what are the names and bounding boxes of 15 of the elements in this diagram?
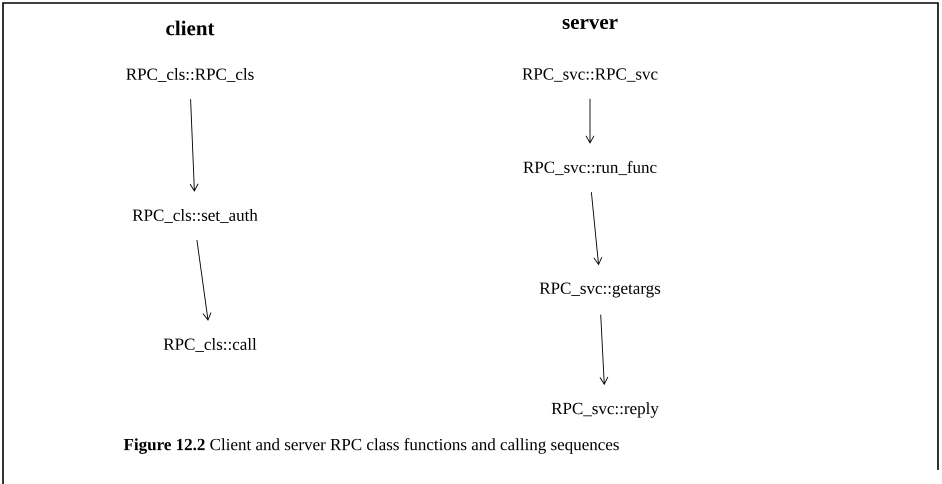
function-name: RPC_cls::RPC_cls	[126, 68, 254, 82]
function-name: RPC_svc::getargs	[540, 282, 660, 298]
column-heading: client	[166, 20, 214, 36]
column-heading: server	[562, 18, 618, 30]
function-name: RPC_cls::call	[164, 338, 256, 352]
arrow	[196, 240, 212, 321]
arrow	[190, 98, 199, 192]
function-name: RPC_svc::run_func	[523, 160, 657, 176]
arrow	[599, 314, 608, 386]
arrow	[586, 98, 594, 144]
arrow	[590, 192, 602, 266]
caption: Figure 12.2 Client and server RPC class functions and calling sequences	[124, 438, 619, 454]
function-name: RPC_cls::set_auth	[132, 209, 258, 223]
function-name: RPC_svc::reply	[552, 402, 659, 418]
function-name: RPC_svc::RPC_svc	[522, 68, 658, 82]
